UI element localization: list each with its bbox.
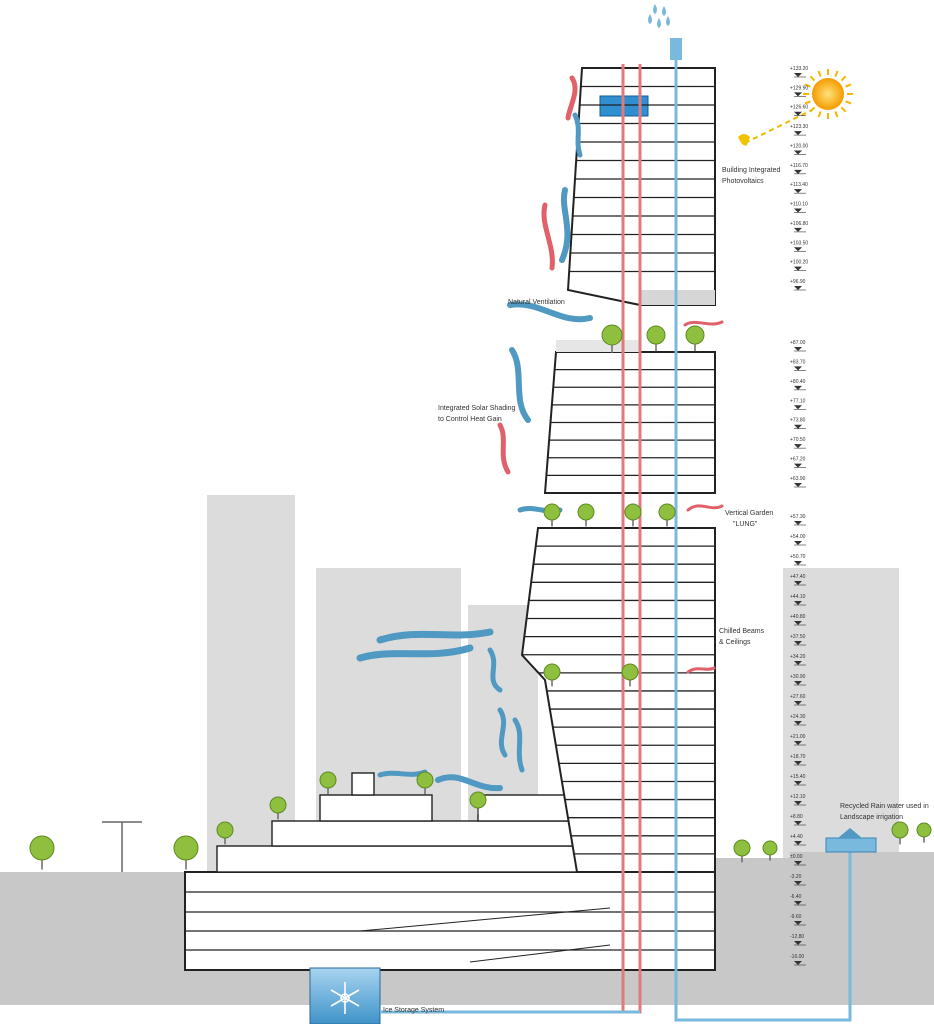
basement-parking [184, 871, 716, 971]
label-solar-shading-2: to Control Heat Gain [438, 416, 502, 423]
tree-icon [646, 325, 666, 352]
water-drop-icon [648, 4, 670, 28]
label-chilled-beams-1: Chilled Beams [719, 628, 765, 635]
level-marker: +47.40 [790, 574, 806, 580]
tree-icon [269, 796, 287, 820]
label-vertical-garden-1: Vertical Garden [725, 510, 773, 517]
background-building [207, 495, 295, 875]
tree-icon [543, 503, 561, 527]
tree-icon [624, 503, 642, 527]
level-marker: +57.30 [790, 514, 806, 520]
tree-icon [733, 839, 751, 863]
tree-icon [216, 821, 234, 845]
level-marker: +18.70 [790, 754, 806, 760]
background-building [783, 568, 899, 858]
label-photovoltaics-1: Building Integrated [722, 167, 780, 174]
level-marker: +24.30 [790, 714, 806, 720]
street-lamp [102, 821, 142, 872]
background-buildings [207, 495, 899, 875]
tree-icon [469, 791, 487, 815]
tree-icon [621, 663, 639, 687]
tree-icon [658, 503, 676, 527]
podium [216, 772, 618, 873]
rain-tank-icon [825, 828, 877, 853]
label-solar-shading-1: Integrated Solar Shading [438, 405, 516, 412]
trees [29, 324, 932, 870]
level-marker: -3.20 [790, 874, 802, 880]
level-marker: +44.10 [790, 594, 806, 600]
tree-icon [762, 840, 778, 861]
label-ice-storage: Ice Storage System [383, 1007, 444, 1014]
tree-icon [601, 324, 623, 353]
level-marker: +4.40 [790, 834, 803, 840]
level-marker: +70.50 [790, 437, 806, 443]
level-marker: +21.00 [790, 734, 806, 740]
label-chilled-beams-2: & Ceilings [719, 639, 751, 646]
level-marker: +8.80 [790, 814, 803, 820]
tree-icon [29, 835, 55, 870]
level-marker: -16.00 [790, 954, 804, 960]
level-marker: +67.20 [790, 457, 806, 463]
level-marker: +133.20 [790, 66, 808, 72]
label-recycled-rain-2: Landscape irrigation [840, 814, 903, 821]
level-marker: +37.50 [790, 634, 806, 640]
level-marker: +73.80 [790, 418, 806, 424]
annotations: Building Integrated Photovoltaics Natura… [383, 167, 929, 1014]
tree-icon [416, 771, 434, 795]
level-marker: +30.90 [790, 674, 806, 680]
level-marker: +54.00 [790, 534, 806, 540]
level-marker: +63.90 [790, 476, 806, 482]
level-marker: -12.80 [790, 934, 804, 940]
level-marker: +27.60 [790, 694, 806, 700]
level-markers: +133.20 +129.90 +126.60 +123.30 +120.00 +116.… [790, 66, 808, 966]
level-marker: +96.90 [790, 279, 806, 285]
ice-storage-tank [309, 967, 381, 1024]
level-marker: -6.40 [790, 894, 802, 900]
level-marker: +12.10 [790, 794, 806, 800]
level-marker: +83.70 [790, 359, 806, 365]
tree-icon [319, 771, 337, 795]
label-natural-ventilation: Natural Ventilation [508, 299, 565, 306]
label-recycled-rain-1: Recycled Rain water used in [840, 803, 929, 810]
level-marker: -9.60 [790, 914, 802, 920]
level-marker: +77.10 [790, 398, 806, 404]
level-marker: +129.90 [790, 85, 808, 91]
ground [0, 852, 934, 1005]
level-marker: +116.70 [790, 163, 808, 169]
level-marker: +87.00 [790, 340, 806, 346]
level-marker: +80.40 [790, 379, 806, 385]
level-marker: +113.40 [790, 182, 808, 188]
tree-icon [891, 821, 909, 845]
level-marker: +34.20 [790, 654, 806, 660]
level-marker: +40.80 [790, 614, 806, 620]
level-marker: +126.60 [790, 105, 808, 111]
level-marker: +123.30 [790, 124, 808, 130]
level-marker: +106.80 [790, 221, 808, 227]
level-marker: +120.00 [790, 143, 808, 149]
solar-panel-icon [738, 109, 813, 146]
tree-icon [685, 325, 705, 352]
level-marker: +100.20 [790, 260, 808, 266]
level-marker: +103.50 [790, 240, 808, 246]
tree-icon [173, 835, 199, 870]
level-marker: +15.40 [790, 774, 806, 780]
level-marker: +110.10 [790, 202, 808, 208]
snowflake-icon [330, 982, 360, 1014]
blue-supply-pipe [674, 60, 852, 1022]
service-pipes [380, 38, 852, 1022]
level-marker: +50.70 [790, 554, 806, 560]
label-photovoltaics-2: Photovoltaics [722, 178, 764, 185]
tree-icon [916, 822, 932, 843]
tower-middle-section [543, 340, 716, 494]
level-marker: ±0.00 [790, 854, 803, 860]
tree-icon [543, 663, 561, 687]
tower-lower-section [520, 527, 716, 873]
tree-icon [577, 503, 595, 527]
label-vertical-garden-2: "LUNG" [733, 521, 758, 528]
